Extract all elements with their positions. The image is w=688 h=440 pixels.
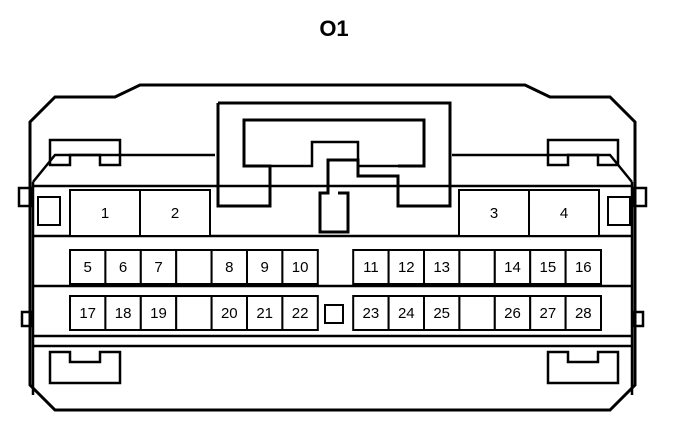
pin-cavity-6-label: 6 bbox=[119, 259, 127, 276]
pin-cavity-20-label: 20 bbox=[221, 305, 238, 322]
latch-key bbox=[270, 140, 398, 168]
pin-cavity-12-label: 12 bbox=[398, 259, 415, 276]
left-shoulder bbox=[32, 153, 215, 183]
pin-cavity-7 bbox=[139, 249, 178, 285]
blank-cavity-row2-11 bbox=[458, 295, 496, 331]
pin-cavity-1-label: 1 bbox=[101, 205, 109, 222]
pin-cavity-2 bbox=[139, 189, 211, 237]
pin-cavity-28-label: 28 bbox=[575, 305, 592, 322]
pin-cavity-5 bbox=[69, 249, 107, 285]
pin-cavity-9 bbox=[246, 249, 284, 285]
connector-title: O1 bbox=[319, 16, 349, 41]
pin-cavity-15-label: 15 bbox=[540, 259, 557, 276]
connector-housing bbox=[28, 83, 637, 412]
center-key-square bbox=[324, 304, 344, 324]
pin-cavity-21-label: 21 bbox=[256, 305, 273, 322]
pin-cavity-28 bbox=[564, 295, 602, 331]
clip-top-right bbox=[546, 138, 620, 167]
pin-cavity-2-label: 2 bbox=[171, 205, 179, 222]
pin-cavity-13-label: 13 bbox=[433, 259, 450, 276]
pin-cavity-22 bbox=[281, 295, 319, 331]
pin-cavity-11-label: 11 bbox=[363, 259, 379, 276]
pin-cavity-4-label: 4 bbox=[560, 205, 568, 222]
pin-cavity-25-label: 25 bbox=[433, 305, 450, 322]
pin-cavity-27-label: 27 bbox=[540, 305, 557, 322]
pin-cavity-6 bbox=[104, 249, 142, 285]
pin-cavity-3-label: 3 bbox=[490, 205, 498, 222]
pin-cavity-22-label: 22 bbox=[292, 305, 309, 322]
blank-cavity-row1-3 bbox=[175, 249, 213, 285]
pin-cavity-16 bbox=[564, 249, 602, 285]
pin-cavity-20 bbox=[210, 295, 249, 331]
latch-outline bbox=[218, 101, 452, 234]
clip-bottom-left bbox=[48, 350, 122, 385]
pin-cavity-8-label: 8 bbox=[225, 259, 233, 276]
pin-cavity-13 bbox=[423, 249, 461, 285]
pin-cavity-1 bbox=[69, 189, 141, 237]
pin-cavity-5-label: 5 bbox=[84, 259, 92, 276]
pin-cavity-8 bbox=[210, 249, 249, 285]
pin-cavity-4 bbox=[528, 189, 600, 237]
pin-cavity-26-label: 26 bbox=[504, 305, 521, 322]
blank-cavity-row2-3 bbox=[175, 295, 213, 331]
blank-cavity-row1-11 bbox=[458, 249, 496, 285]
right-lower-tab bbox=[632, 310, 645, 328]
pin-cavity-18-label: 18 bbox=[115, 305, 132, 322]
left-lower-tab bbox=[20, 310, 33, 328]
right-key-square bbox=[607, 196, 631, 226]
pin-cavity-23 bbox=[352, 295, 390, 331]
right-upper-tab bbox=[632, 186, 648, 208]
right-shoulder bbox=[452, 153, 633, 183]
left-key-square bbox=[37, 196, 61, 226]
left-upper-tab bbox=[17, 186, 33, 208]
pin-cavity-10 bbox=[281, 249, 319, 285]
clip-top-left bbox=[48, 138, 122, 167]
pin-cavity-9-label: 9 bbox=[261, 259, 269, 276]
pin-cavity-26 bbox=[493, 295, 532, 331]
pin-cavity-17-label: 17 bbox=[79, 305, 96, 322]
pin-cavity-19-label: 19 bbox=[150, 305, 167, 322]
pin-cavity-16-label: 16 bbox=[575, 259, 592, 276]
latch-inner bbox=[216, 103, 426, 208]
pin-cavity-23-label: 23 bbox=[363, 305, 380, 322]
pin-cavity-14-label: 14 bbox=[504, 259, 521, 276]
pin-cavity-7-label: 7 bbox=[154, 259, 162, 276]
clip-bottom-right bbox=[546, 350, 620, 385]
pin-cavity-24-label: 24 bbox=[398, 305, 415, 322]
pin-cavity-10-label: 10 bbox=[292, 259, 309, 276]
pin-cavity-19 bbox=[139, 295, 178, 331]
